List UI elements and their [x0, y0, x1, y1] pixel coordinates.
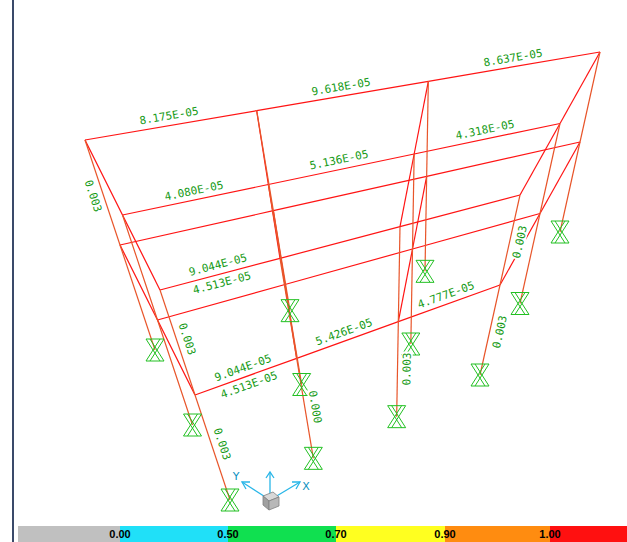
legend-value: 1.00: [539, 529, 560, 540]
column-ratio: 0.000: [307, 388, 324, 424]
fixed-support: [304, 447, 322, 469]
legend-bar: [18, 526, 627, 542]
beam-member: [285, 249, 413, 285]
beam-member: [400, 154, 414, 227]
column-member: [425, 176, 427, 271]
fixed-support: [551, 221, 569, 243]
window-border: [12, 0, 14, 542]
beam-member: [120, 211, 273, 245]
column-member: [413, 154, 415, 249]
fixed-support: [388, 406, 406, 428]
axis-label: X: [302, 481, 310, 492]
column-ratio: 0.003: [176, 321, 198, 358]
column-member: [560, 142, 580, 232]
beam-ratio: 4.777E-05: [415, 279, 477, 310]
beam-member: [414, 81, 428, 154]
beam-ratio: 4.080E-05: [162, 179, 225, 202]
beam-member: [500, 214, 540, 286]
beam-ratio: 4.318E-05: [454, 118, 517, 141]
legend-swatch: [120, 526, 228, 542]
beam-ratio: 8.637E-05: [481, 47, 544, 68]
column-member: [273, 211, 290, 311]
column-member: [123, 215, 158, 320]
column-ratio: 0.003: [511, 224, 529, 261]
column-ratio: 0.003: [82, 177, 104, 214]
column-ratio: 0.003: [211, 426, 233, 463]
column-member: [580, 52, 600, 142]
beam-member: [398, 249, 412, 322]
beam-member: [560, 52, 600, 124]
column-ratio: 0.003: [491, 314, 509, 351]
axis-triad: [242, 472, 300, 510]
column-member: [411, 249, 413, 344]
y-arrowhead: [242, 482, 250, 489]
legend-swatch: [336, 526, 445, 542]
legend-value: 0.70: [325, 529, 346, 540]
frame-model: [85, 52, 600, 500]
beam-member: [280, 227, 400, 259]
fixed-support: [184, 414, 202, 436]
fixed-support: [146, 339, 164, 361]
origin-cube-side: [263, 496, 269, 510]
column-member: [427, 81, 429, 176]
legend-swatch: [18, 526, 120, 542]
legend-value: 0.00: [109, 529, 130, 540]
fixed-support: [281, 300, 299, 322]
beam-member: [158, 285, 286, 321]
column-member: [397, 322, 399, 417]
beam-member: [520, 124, 560, 196]
beam-ratio: 8.175E-05: [138, 106, 201, 127]
column-ratio: 0.003: [402, 352, 414, 387]
legend-swatch: [228, 526, 336, 542]
beam-member: [540, 142, 580, 214]
legend-value: 0.50: [217, 529, 238, 540]
column-member: [268, 185, 285, 285]
fixed-support: [416, 260, 434, 282]
legend-swatch: [445, 526, 550, 542]
origin-cube-side: [269, 497, 279, 510]
axis-label: Y: [233, 471, 240, 482]
column-member: [280, 258, 297, 358]
z-arrowhead: [266, 472, 274, 478]
beam-member: [413, 176, 427, 249]
support-set: [146, 221, 569, 511]
beam-ratio: 9.618E-05: [310, 77, 373, 98]
column-member: [540, 124, 560, 214]
column-member: [398, 227, 400, 322]
beam-ratio: 5.136E-05: [308, 149, 371, 172]
column-member: [257, 111, 274, 211]
beam-member: [400, 195, 520, 227]
beam-member: [123, 215, 161, 290]
fixed-support: [221, 489, 239, 511]
fixed-support: [511, 293, 529, 315]
fixed-support: [471, 364, 489, 386]
x-arrowhead: [292, 482, 300, 489]
beam-member: [120, 245, 158, 320]
legend-value: 0.90: [434, 529, 455, 540]
legend-segment: [550, 526, 627, 542]
beam-ratio: 5.426E-05: [314, 316, 376, 347]
